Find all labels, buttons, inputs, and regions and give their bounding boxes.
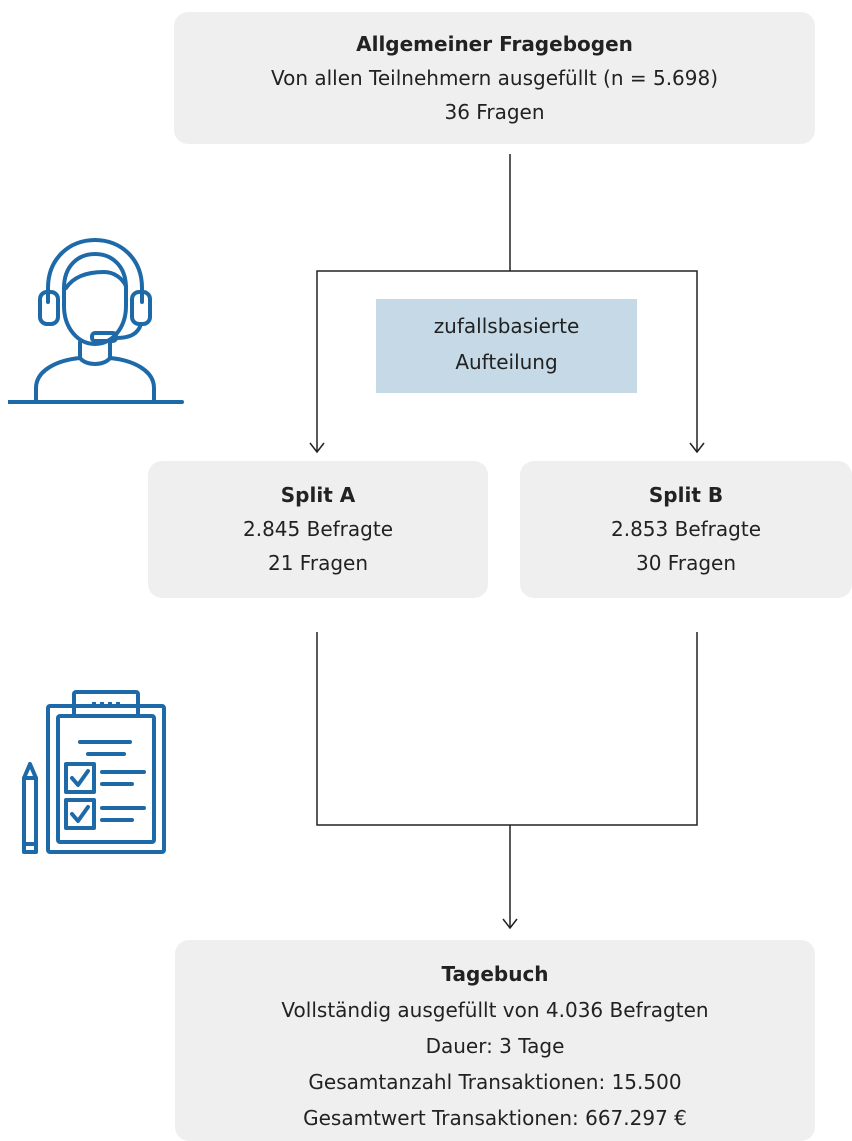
split-b-respondents: 2.853 Befragte	[611, 517, 761, 541]
general-questionnaire-participants: Von allen Teilnehmern ausgefüllt (n = 5.…	[270, 66, 719, 90]
arrowhead-split-a	[309, 442, 325, 454]
split-b-title: Split B	[648, 483, 724, 507]
clipboard-checklist-icon	[22, 690, 166, 854]
diary-duration: Dauer: 3 Tage	[425, 1034, 565, 1058]
headset-agent-icon	[8, 238, 184, 404]
split-a-questions: 21 Fragen	[267, 551, 368, 575]
diary-title: Tagebuch	[441, 962, 549, 986]
random-split-label-line2: Aufteilung	[455, 350, 558, 374]
split-a-respondents: 2.845 Befragte	[243, 517, 393, 541]
general-questionnaire-title: Allgemeiner Fragebogen	[356, 32, 633, 56]
diary-transaction-count: Gesamtanzahl Transaktionen: 15.500	[308, 1070, 682, 1094]
split-b-questions: 30 Fragen	[635, 551, 736, 575]
split-a-box: Split A 2.845 Befragte 21 Fragen	[148, 461, 488, 598]
general-questionnaire-questions: 36 Fragen	[444, 100, 545, 124]
diary-box: Tagebuch Vollständig ausgefüllt von 4.03…	[175, 940, 815, 1141]
arrowhead-split-b	[689, 442, 705, 454]
connector-merge	[316, 632, 698, 826]
random-split-box: zufallsbasierte Aufteilung	[376, 299, 637, 393]
diary-transaction-value: Gesamtwert Transaktionen: 667.297 €	[303, 1106, 687, 1130]
split-a-title: Split A	[280, 483, 356, 507]
arrowhead-diary	[502, 918, 518, 930]
connector-branch	[316, 270, 698, 452]
random-split-label-line1: zufallsbasierte	[433, 314, 580, 338]
split-b-box: Split B 2.853 Befragte 30 Fragen	[520, 461, 852, 598]
general-questionnaire-box: Allgemeiner Fragebogen Von allen Teilneh…	[174, 12, 815, 144]
diary-completed: Vollständig ausgefüllt von 4.036 Befragt…	[281, 998, 709, 1022]
